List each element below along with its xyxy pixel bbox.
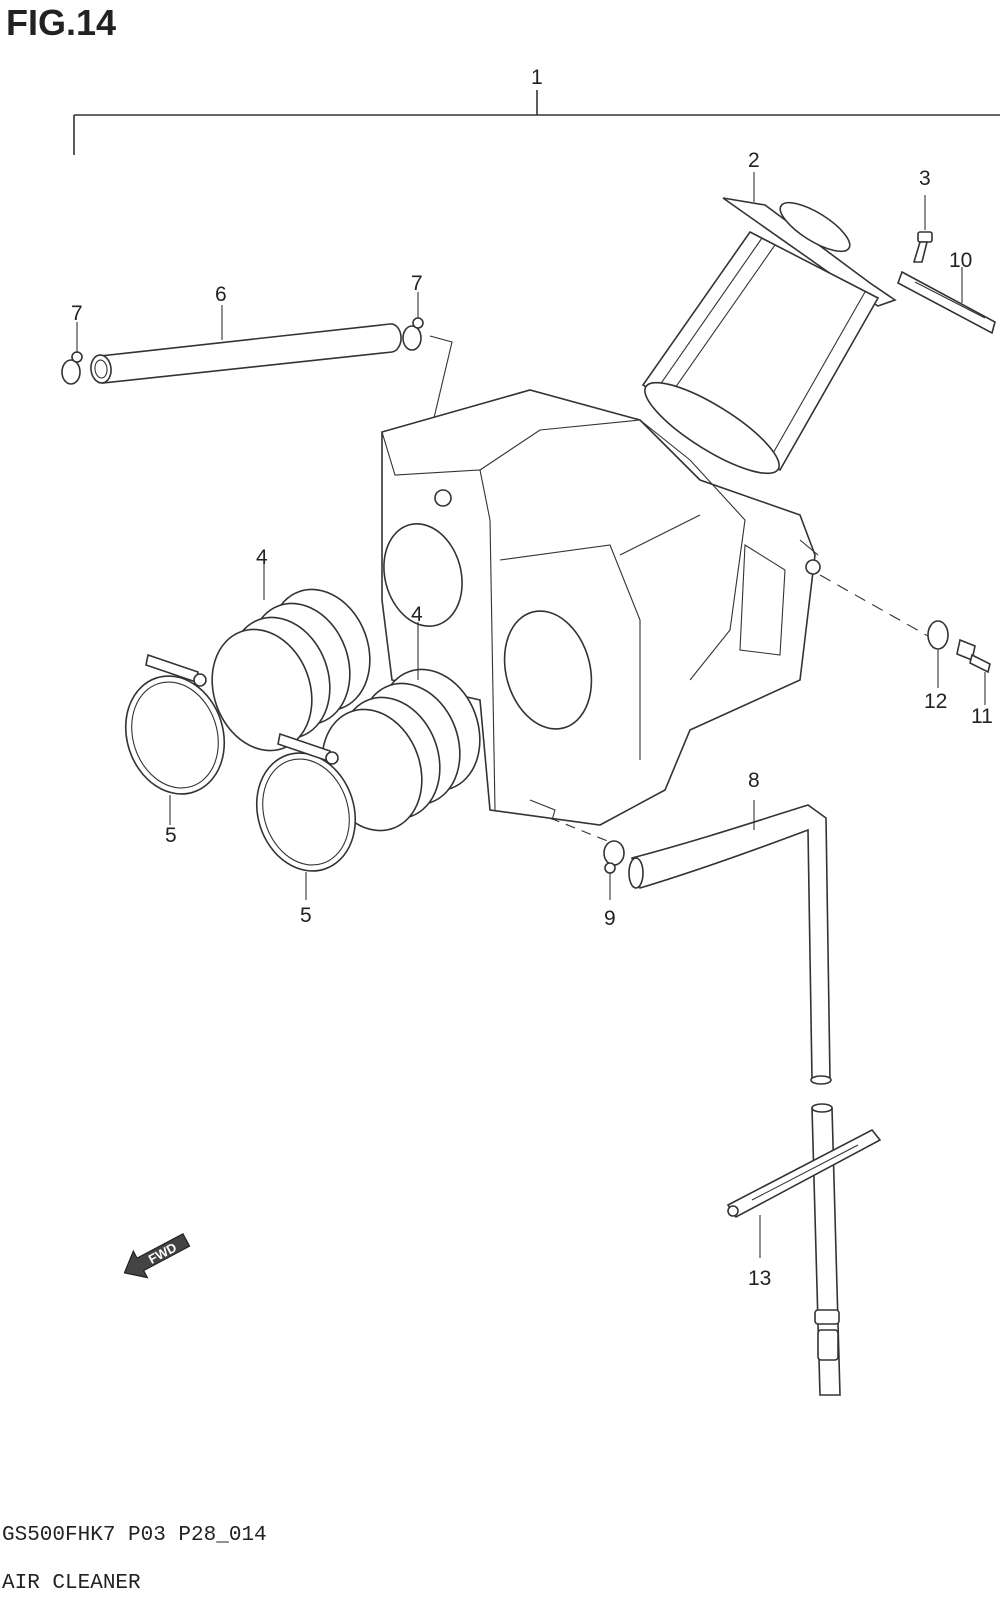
bolt-11 [956,638,991,705]
callout-3: 3 [919,167,931,190]
callout-12: 12 [924,690,947,713]
callout-9: 9 [604,907,616,930]
breather-tube [90,305,402,384]
figure-title: FIG.14 [6,2,117,43]
callout-10: 10 [949,249,972,272]
callout-7-left: 7 [71,302,83,325]
callout-4-upper: 4 [256,546,268,569]
hose-clamp-lower [255,732,357,900]
bracket-13 [726,1128,882,1258]
hose-clamp-upper [124,653,226,825]
assembly-bracket [73,90,1000,155]
callout-13: 13 [748,1267,771,1290]
washer-12 [927,620,949,688]
callout-5-upper: 5 [165,824,177,847]
callout-7-right: 7 [411,272,423,295]
callout-8: 8 [748,769,760,792]
callout-5-lower: 5 [300,904,312,927]
callout-4-lower: 4 [411,603,423,626]
forward-arrow-icon: FWD [123,1232,191,1279]
bracket-10 [897,267,996,335]
drain-hose [628,800,832,1085]
air-filter-element [641,172,897,475]
tube-clamp-left [61,322,83,385]
screw-3 [912,195,933,263]
fwd-label: FWD [146,1240,179,1267]
model-code: GS500FHK7 P03 P28_014 [2,1524,267,1547]
callout-11: 11 [971,705,993,728]
intake-boot-upper [211,555,371,752]
drain-plug-tube [811,1103,841,1396]
callout-6: 6 [215,283,227,306]
callout-2: 2 [748,149,760,172]
figure-caption: AIR CLEANER [2,1572,141,1595]
hose-clip-9 [603,840,625,900]
intake-boot-lower [321,622,481,832]
callout-1: 1 [531,66,543,89]
callout-labels: 1 2 3 4 4 5 5 6 7 7 8 9 10 11 12 13 [71,66,993,1290]
